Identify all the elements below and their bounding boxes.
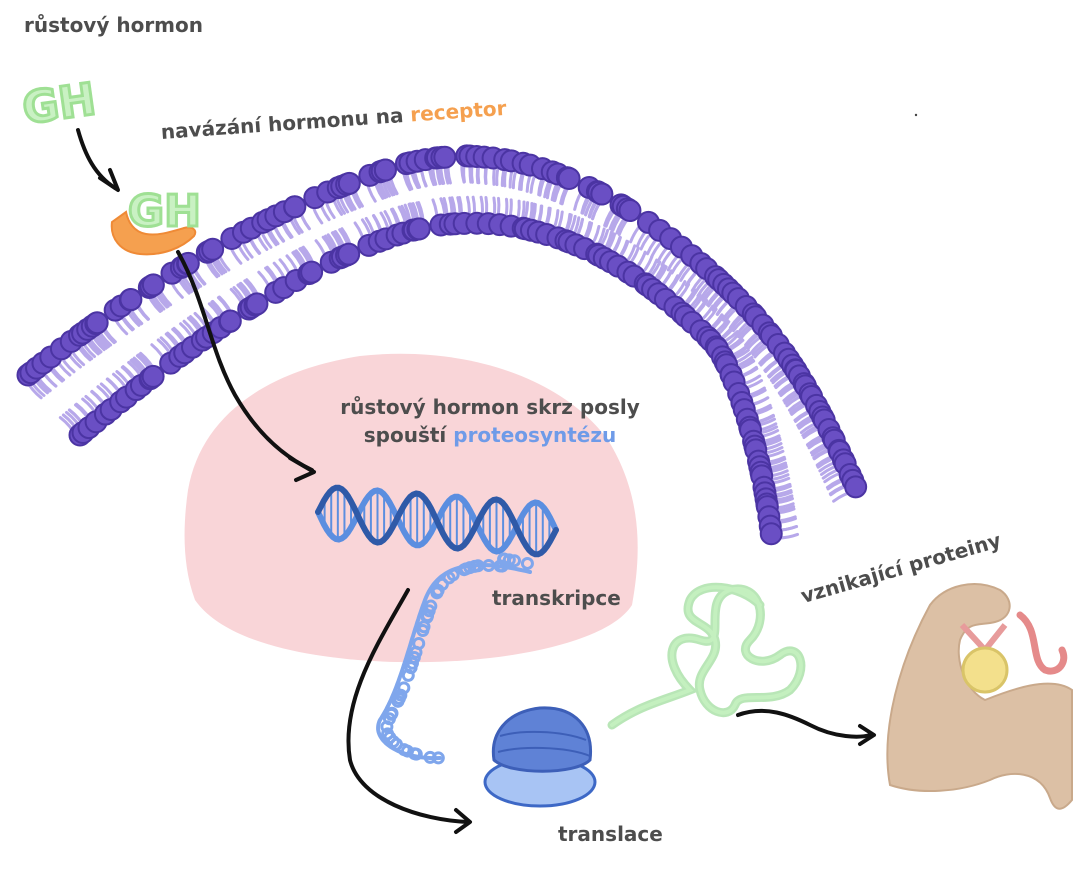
label-growth-hormone: růstový hormon: [24, 13, 204, 37]
medal-icon: [961, 646, 1009, 694]
arrow-protein-to-muscle-head: [858, 724, 876, 746]
label-translation: translace: [558, 822, 663, 846]
gh-hormone-icon: GH: [19, 74, 98, 135]
arrow-receptor-to-dna: [176, 250, 314, 472]
label-transcription: transkripce: [492, 586, 621, 610]
arrow-gh-to-receptor: [76, 128, 117, 190]
muscle-arm-icon: [886, 583, 1073, 810]
dna-helix-icon: [315, 484, 559, 558]
arrow-protein-to-muscle: [736, 708, 872, 739]
receptor-icon: [110, 210, 197, 256]
arrow-gh-to-receptor-head: [98, 168, 120, 192]
cell-membrane: [16, 144, 868, 546]
arrow-transcription-to-translation: [346, 588, 470, 824]
mrna-strand-icon: [376, 552, 534, 765]
label-messenger-prefix: spouští: [363, 423, 454, 447]
label-proteosynthesis: proteosyntézu: [453, 423, 617, 447]
label-messenger-line2: spouští proteosyntézu: [335, 421, 645, 449]
label-messenger: růstový hormon skrz posly spouští proteo…: [335, 393, 645, 449]
arrow-receptor-to-dna-head: [288, 456, 316, 482]
label-messenger-line1: růstový hormon skrz posly: [340, 395, 640, 419]
protein-coil-icon: [607, 582, 806, 730]
ribosome-icon: [483, 706, 597, 808]
arrow-transcription-to-translation-head: [454, 808, 472, 834]
gh-hormone-icon: GH: [128, 186, 201, 237]
